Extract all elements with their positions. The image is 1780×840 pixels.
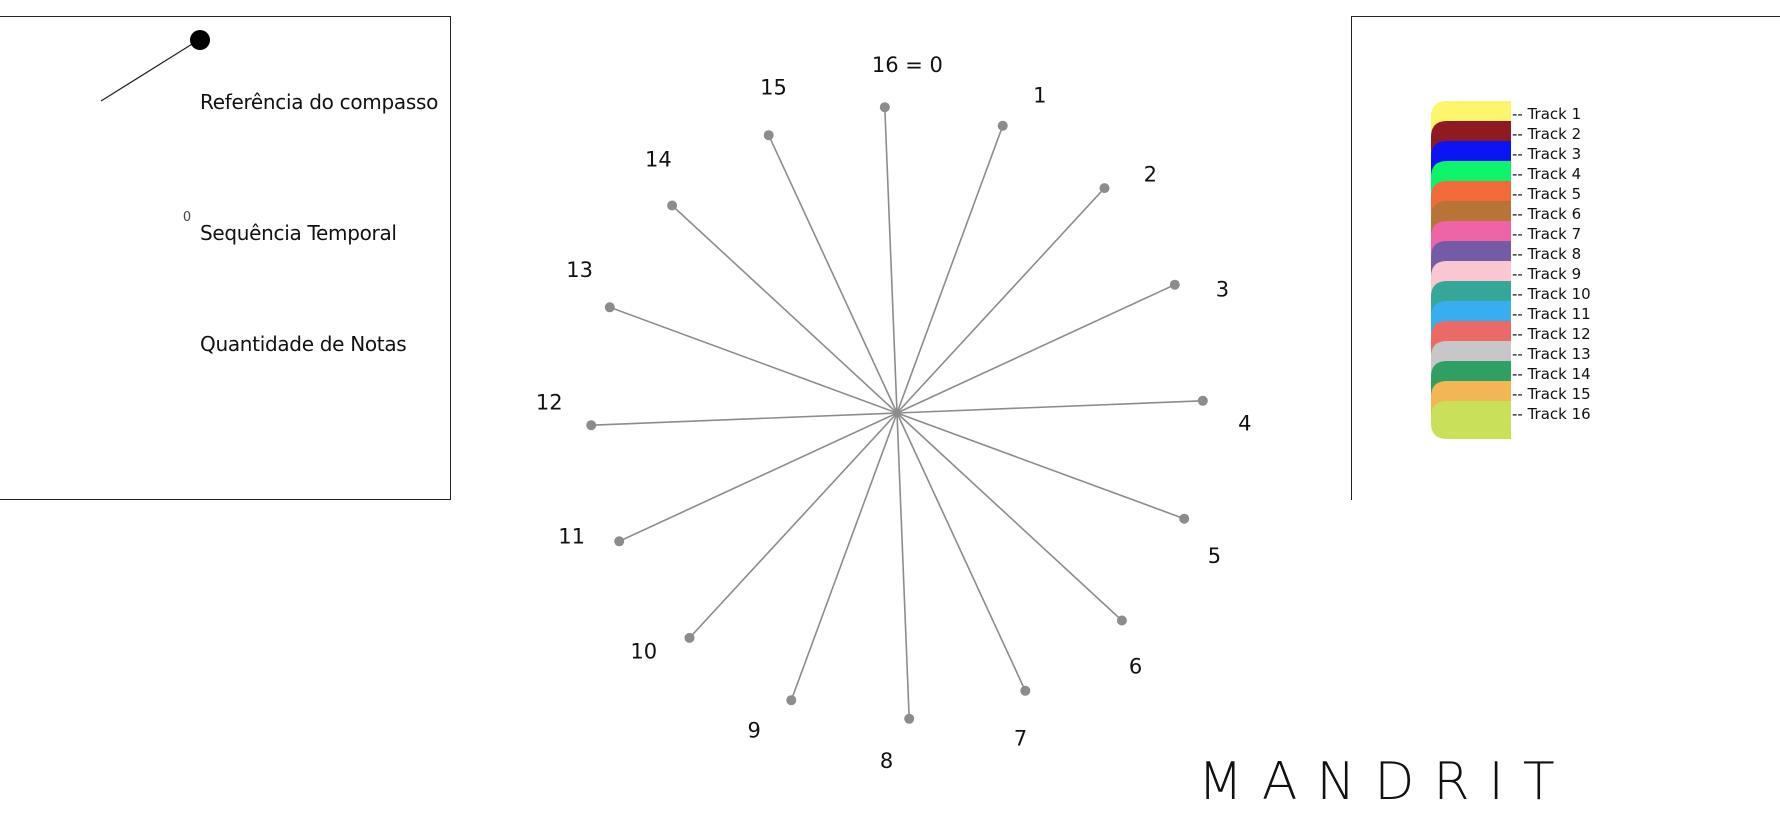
tracks-panel bbox=[1351, 16, 1780, 500]
track-label: -- Track 7 bbox=[1512, 225, 1581, 243]
track-label: -- Track 3 bbox=[1512, 145, 1581, 163]
compass-position-label: 9 bbox=[748, 718, 761, 742]
compass-point bbox=[667, 200, 678, 211]
compass-spoke bbox=[688, 412, 898, 639]
track-label: -- Track 14 bbox=[1512, 365, 1591, 383]
compass-spoke bbox=[896, 412, 910, 719]
reference-label: Referência do compasso bbox=[200, 90, 439, 114]
compass-point bbox=[1099, 183, 1110, 194]
compass-point bbox=[763, 130, 774, 141]
track-label: -- Track 16 bbox=[1512, 405, 1591, 423]
compass-point bbox=[604, 302, 615, 313]
compass-position-label: 16 = 0 bbox=[872, 53, 943, 77]
compass-spoke bbox=[896, 400, 1203, 414]
track-legend: -- Track 1 -- Track 2 -- Track 3 -- Track 4… bbox=[1431, 101, 1591, 439]
compass-position-label: 13 bbox=[566, 258, 593, 282]
compass-spoke bbox=[896, 412, 1027, 692]
track-label: -- Track 12 bbox=[1512, 325, 1591, 343]
compass-point bbox=[614, 536, 625, 547]
compass-position-label: 5 bbox=[1208, 544, 1221, 568]
compass-position-label: 14 bbox=[645, 148, 672, 172]
compass-spoke bbox=[896, 283, 1176, 414]
compass-point bbox=[586, 420, 597, 431]
compass-spoke bbox=[896, 412, 1123, 622]
compass-point bbox=[904, 713, 915, 724]
compass-position-label: 4 bbox=[1238, 411, 1251, 435]
compass-point bbox=[1179, 513, 1190, 524]
compass-position-label: 1 bbox=[1033, 84, 1046, 108]
compass-spoke bbox=[671, 204, 898, 414]
track-label: -- Track 1 bbox=[1512, 105, 1581, 123]
notes-label: Quantidade de Notas bbox=[200, 332, 407, 356]
track-label: -- Track 13 bbox=[1512, 345, 1591, 363]
compass-point bbox=[1020, 685, 1031, 696]
compass-point bbox=[997, 120, 1008, 131]
compass-spoke bbox=[767, 134, 898, 414]
compass-spoke bbox=[896, 412, 1185, 520]
compass-spoke bbox=[618, 412, 898, 543]
reference-line-icon bbox=[100, 40, 198, 102]
sequence-marker: 0 bbox=[183, 210, 191, 225]
track-label: -- Track 8 bbox=[1512, 245, 1581, 263]
compass-spoke bbox=[591, 412, 898, 426]
compass-point bbox=[684, 632, 695, 643]
track-label: -- Track 4 bbox=[1512, 165, 1581, 183]
compass-point bbox=[1169, 279, 1180, 290]
track-label: -- Track 9 bbox=[1512, 265, 1581, 283]
compass-spoke bbox=[609, 306, 898, 414]
compass-position-label: 11 bbox=[558, 525, 585, 549]
track-swatch bbox=[1431, 401, 1511, 439]
compass-position-label: 10 bbox=[630, 640, 657, 664]
track-label: -- Track 2 bbox=[1512, 125, 1581, 143]
compass-position-label: 12 bbox=[536, 391, 563, 415]
compass-position-label: 2 bbox=[1144, 162, 1157, 186]
compass-spoke bbox=[790, 412, 898, 701]
reference-dot-icon bbox=[190, 30, 210, 50]
track-label: -- Track 10 bbox=[1512, 285, 1591, 303]
compass-point bbox=[786, 695, 797, 706]
track-label: -- Track 5 bbox=[1512, 185, 1581, 203]
track-label: -- Track 15 bbox=[1512, 385, 1591, 403]
compass-spoke bbox=[896, 187, 1106, 414]
compass-position-label: 7 bbox=[1014, 726, 1027, 750]
compass-position-label: 6 bbox=[1129, 654, 1142, 678]
compass-position-label: 3 bbox=[1216, 278, 1229, 302]
compass-point bbox=[879, 102, 890, 113]
brand-logo: MANDRIT bbox=[1198, 752, 1574, 812]
compass-point bbox=[1197, 395, 1208, 406]
track-label: -- Track 11 bbox=[1512, 305, 1591, 323]
compass-spoke bbox=[884, 107, 898, 414]
compass-position-label: 8 bbox=[880, 749, 893, 773]
track-label: -- Track 6 bbox=[1512, 205, 1581, 223]
legend-panel bbox=[0, 16, 451, 500]
compass-point bbox=[1116, 615, 1127, 626]
sequence-label: Sequência Temporal bbox=[200, 221, 397, 245]
compass-spoke bbox=[896, 125, 1004, 414]
compass-position-label: 15 bbox=[760, 76, 787, 100]
